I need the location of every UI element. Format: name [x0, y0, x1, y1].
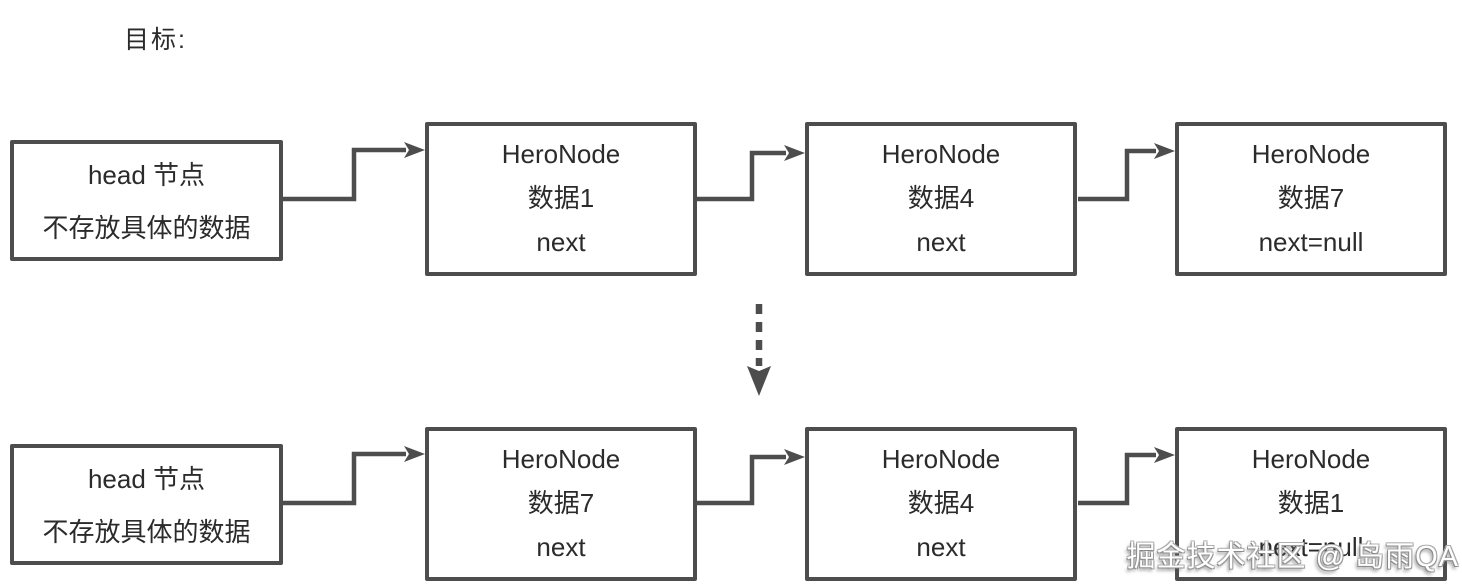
- node-next-pointer: next: [536, 532, 586, 562]
- hero-node-box-after-1: HeroNode 数据7 next: [425, 427, 697, 581]
- hero-node-box-before-3: HeroNode 数据7 next=null: [1175, 122, 1447, 276]
- hero-node-box-after-3: HeroNode 数据1 next=null: [1175, 427, 1447, 581]
- node-next-pointer: next=null: [1258, 227, 1364, 257]
- node-next-pointer: next: [916, 532, 966, 562]
- next-pointer-arrow: [697, 145, 805, 202]
- node-data-value: 数据1: [527, 183, 595, 213]
- head-node-label: head 节点: [87, 464, 206, 494]
- reverse-transform-arrow: [747, 304, 771, 396]
- hero-node-box-after-2: HeroNode 数据4 next: [805, 427, 1077, 581]
- node-next-pointer: next: [916, 227, 966, 257]
- head-node-label: head 节点: [87, 160, 206, 190]
- node-class-name: HeroNode: [881, 139, 1001, 169]
- diagram-title: 目标:: [124, 26, 187, 54]
- head-node-box-after: head 节点 不存放具体的数据: [10, 444, 283, 565]
- head-node-box-before: head 节点 不存放具体的数据: [10, 140, 283, 261]
- next-pointer-arrow: [1078, 143, 1175, 202]
- node-class-name: HeroNode: [1251, 444, 1371, 474]
- node-data-value: 数据7: [527, 488, 595, 518]
- next-pointer-arrow: [283, 142, 425, 202]
- node-class-name: HeroNode: [1251, 139, 1371, 169]
- next-pointer-arrow: [697, 449, 805, 506]
- next-pointer-arrow: [283, 446, 425, 506]
- head-node-description: 不存放具体的数据: [42, 517, 251, 547]
- hero-node-box-before-1: HeroNode 数据1 next: [425, 122, 697, 276]
- node-class-name: HeroNode: [881, 444, 1001, 474]
- head-node-description: 不存放具体的数据: [42, 213, 251, 243]
- next-pointer-arrow: [1078, 447, 1175, 506]
- node-data-value: 数据1: [1277, 488, 1345, 518]
- node-class-name: HeroNode: [501, 139, 621, 169]
- hero-node-box-before-2: HeroNode 数据4 next: [805, 122, 1077, 276]
- node-data-value: 数据4: [907, 183, 975, 213]
- watermark: 掘金技术社区 @ 岛雨QA: [1126, 541, 1459, 573]
- node-data-value: 数据7: [1277, 183, 1345, 213]
- node-class-name: HeroNode: [501, 444, 621, 474]
- node-data-value: 数据4: [907, 488, 975, 518]
- node-next-pointer: next: [536, 227, 586, 257]
- node-next-pointer: next=null: [1258, 532, 1364, 562]
